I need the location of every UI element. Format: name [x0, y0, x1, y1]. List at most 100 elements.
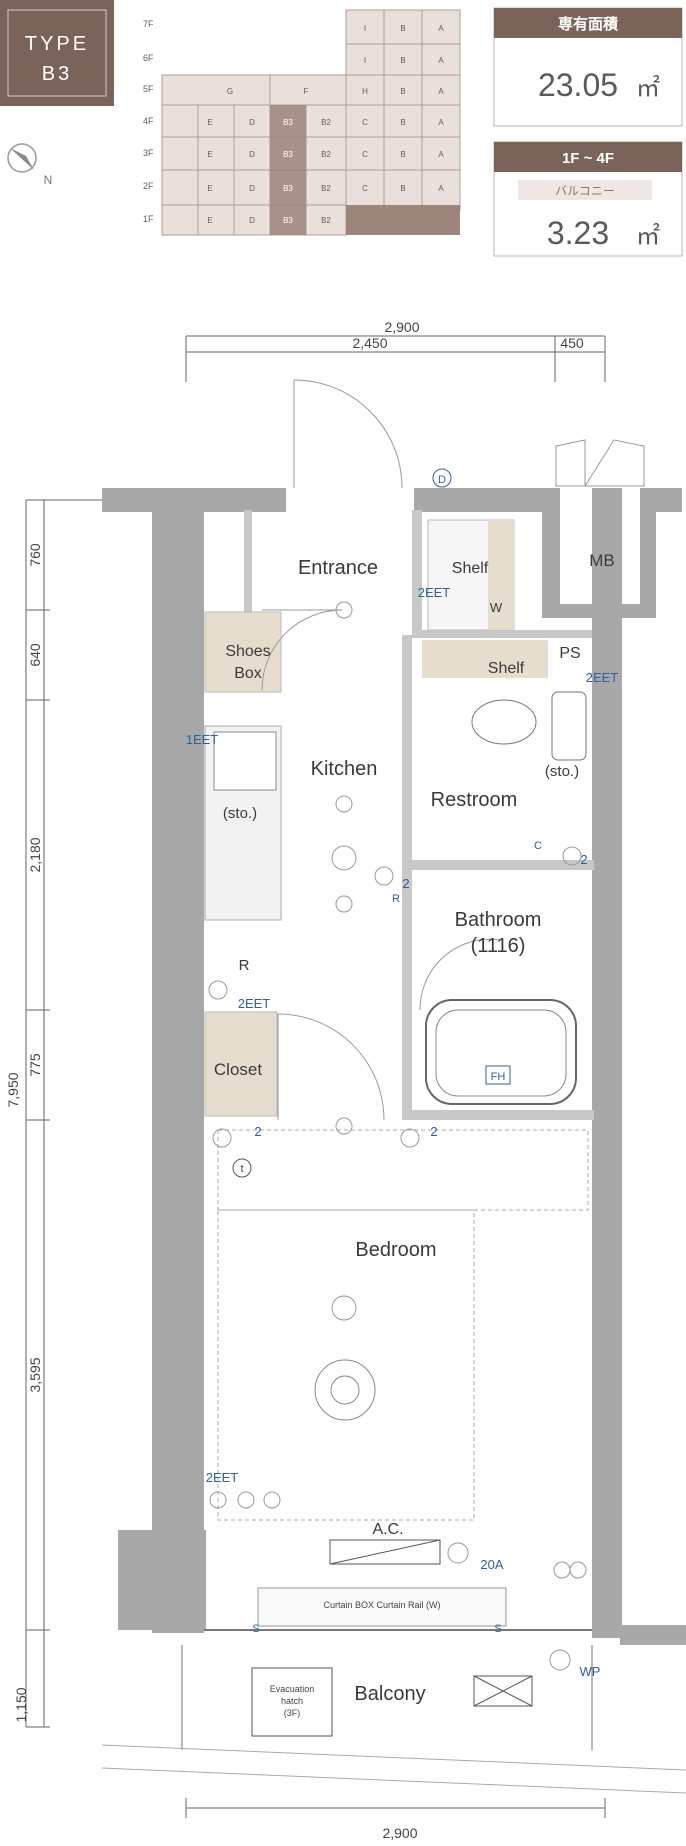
dim-side-640: 640 [27, 643, 43, 667]
cell-2f-4: B2 [321, 184, 331, 193]
cell-1f-3: B3 [283, 216, 293, 225]
label-r: R [239, 957, 250, 974]
sym-d: D [438, 474, 446, 486]
cell-5f-2: F [304, 87, 309, 96]
doors [261, 379, 645, 1121]
cell-2f-3: B3 [283, 184, 293, 193]
top-dimensions: 2,900 2,450 450 [185, 319, 606, 382]
type-label: TYPE [25, 33, 89, 55]
cell-3f-7: A [438, 150, 444, 159]
floor-label-1f: 1F [143, 214, 154, 224]
floor-label-7f: 7F [143, 19, 154, 29]
sym-eet-shelf: 2EET [418, 585, 451, 600]
compass-icon: N [7, 143, 53, 187]
label-shoes-box-1: Shoes [225, 643, 270, 660]
label-shoes-box-2: Box [234, 665, 262, 682]
cell-3f-1: E [207, 150, 212, 159]
sym-c-small: C [534, 840, 542, 852]
label-curtain: Curtain BOX Curtain Rail (W) [323, 1600, 440, 1610]
cell-5f-4: B [400, 87, 405, 96]
sym-two-restroom: 2 [580, 852, 587, 867]
dim-top-total: 2,900 [384, 319, 419, 335]
cell-2f-1: E [207, 184, 212, 193]
cell-5f-3: H [362, 87, 368, 96]
balcony-header: 1F ~ 4F [562, 150, 614, 167]
dim-side-3595: 3,595 [27, 1357, 43, 1392]
label-mb: MB [589, 551, 615, 570]
sym-wp: WP [580, 1664, 601, 1679]
cell-2f-6: B [400, 184, 405, 193]
bedroom-zone [217, 1209, 475, 1521]
room-restroom: Restroom [431, 789, 518, 811]
type-badge: TYPE B3 [0, 0, 114, 106]
curtain-box [257, 1587, 507, 1627]
sym-t-small: t [240, 1163, 243, 1175]
dim-side-total: 7,950 [5, 1072, 21, 1107]
floor-label-6f: 6F [143, 53, 154, 63]
sym-two-kitchen: 2 [402, 876, 409, 891]
floor-map: 7F 6F 5F 4F 3F 2F 1F I B A I B A G [143, 9, 461, 236]
cell-5f-5: A [438, 87, 444, 96]
room-closet: Closet [214, 1060, 262, 1079]
cell-1f-4: B2 [321, 216, 331, 225]
room-kitchen: Kitchen [311, 758, 378, 780]
room-bathroom: Bathroom [455, 909, 542, 931]
floor-label-5f: 5F [143, 84, 154, 94]
cell-4f-2: D [249, 118, 255, 127]
cell-2f-2: D [249, 184, 255, 193]
floor-label-2f: 2F [143, 181, 154, 191]
label-shelf-top: Shelf [452, 560, 489, 577]
sym-two-bedroom: 2 [430, 1124, 437, 1139]
balcony-sublabel: バルコニー [555, 184, 615, 198]
cell-4f-5: C [362, 118, 368, 127]
cell-3f-6: B [400, 150, 405, 159]
exclusive-area-box: 専有面積 23.05 ㎡ [493, 7, 683, 127]
sym-s-right: S [494, 1623, 501, 1635]
label-sto-restroom: (sto.) [545, 763, 579, 780]
sym-s-left: S [252, 1623, 259, 1635]
sym-fh: FH [491, 1071, 506, 1083]
label-ac: A.C. [372, 1521, 403, 1538]
cell-6f-1: I [364, 56, 366, 65]
cell-3f-4: B2 [321, 150, 331, 159]
dim-top-left: 2,450 [352, 335, 387, 351]
thermostat-icon [232, 1158, 252, 1178]
room-entrance: Entrance [298, 557, 378, 579]
label-evac-1: Evacuation [270, 1684, 315, 1694]
walls [102, 488, 686, 1645]
cell-4f-6: B [400, 118, 405, 127]
cell-6f-2: B [400, 56, 405, 65]
label-evac-3: (3F) [284, 1708, 301, 1718]
bathroom-code: (1116) [471, 935, 526, 957]
sym-eet-ps: 2EET [586, 670, 619, 685]
intercom-icon [432, 468, 452, 488]
dim-bottom-total: 2,900 [382, 1825, 417, 1841]
cell-5f-1: G [227, 87, 233, 96]
side-dimensions: 7,950 760 640 2,180 775 3,595 1,150 [5, 499, 110, 1728]
cell-3f-2: D [249, 150, 255, 159]
dim-side-775: 775 [27, 1053, 43, 1077]
sym-two-closet: 2 [254, 1124, 261, 1139]
label-sto-kitchen: (sto.) [223, 805, 257, 822]
type-code: B3 [42, 63, 72, 85]
sym-eet-bedroom: 2EET [206, 1470, 239, 1485]
cell-7f-3: A [438, 24, 444, 33]
cell-1f-1: E [207, 216, 212, 225]
label-shelf-2: Shelf [488, 660, 525, 677]
cell-3f-3: B3 [283, 150, 293, 159]
label-ps: PS [559, 645, 580, 662]
area-header: 専有面積 [558, 15, 619, 33]
sym-eet-kitchen: 1EET [186, 732, 219, 747]
cell-2f-7: A [438, 184, 444, 193]
compass-north-label: N [44, 173, 53, 187]
cell-1f-2: D [249, 216, 255, 225]
dim-side-2180: 2,180 [27, 837, 43, 872]
balcony-value: 3.23 [547, 215, 609, 251]
cell-4f-4: B2 [321, 118, 331, 127]
cell-4f-7: A [438, 118, 444, 127]
balcony-area-box: 1F ~ 4F バルコニー 3.23 ㎡ [493, 141, 683, 257]
balcony-unit: ㎡ [636, 223, 660, 250]
dim-side-1150: 1,150 [13, 1687, 29, 1722]
cell-6f-3: A [438, 56, 444, 65]
